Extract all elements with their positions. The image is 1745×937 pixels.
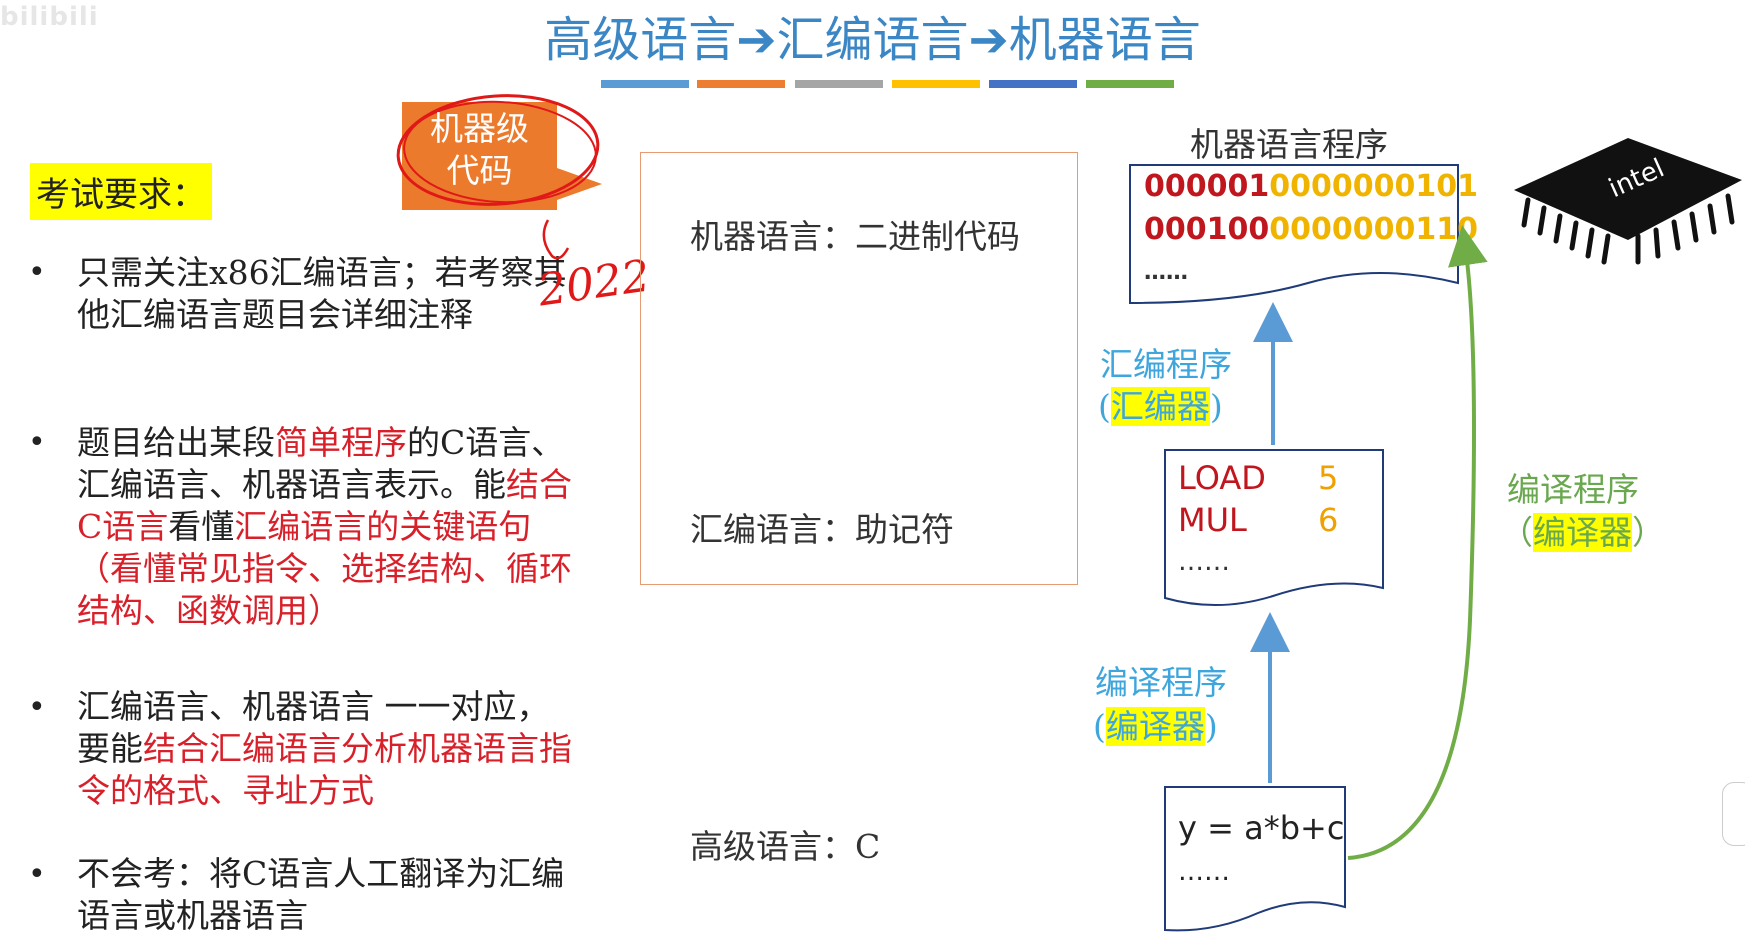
c-code-more: ……	[1178, 857, 1230, 887]
compiler-label-2: （编译器）	[1500, 513, 1665, 552]
side-scroll-handle[interactable]	[1722, 782, 1745, 846]
bullet-2: 题目给出某段简单程序的C语言、汇编语言、机器语言表示。能结合C语言看懂汇编语言的…	[77, 423, 572, 630]
language-levels-box	[640, 152, 1078, 585]
callout-annotation	[396, 94, 602, 260]
callout-text: 机器级 代码	[430, 109, 529, 190]
compiler-program-label-2: 编译程序	[1507, 470, 1639, 509]
bullet-4: 不会考：将C语言人工翻译为汇编语言或机器语言	[77, 854, 565, 935]
machine-program-doc	[1129, 164, 1459, 305]
bullet-1: 只需关注x86汇编语言；若考察其他汇编语言题目会详细注释	[77, 253, 567, 334]
assembly-program-doc	[1164, 449, 1384, 607]
title-bar-5	[989, 80, 1077, 88]
bullet-dot-3: •	[28, 690, 46, 725]
bullet-dot-4: •	[28, 857, 46, 892]
title-bar-1	[601, 80, 689, 88]
compiler-label: (编译器)	[1093, 707, 1218, 746]
assembly-language-desc: 汇编语言：助记符	[690, 510, 954, 549]
slide-title: 高级语言➔汇编语言➔机器语言	[544, 12, 1201, 68]
machine-language-desc: 机器语言：二进制代码	[690, 217, 1020, 256]
bullet-3: 汇编语言、机器语言 一一对应，要能结合汇编语言分析机器语言指令的格式、寻址方式	[77, 687, 572, 810]
exam-requirements-label: 考试要求：	[30, 163, 212, 220]
high-level-language-desc: 高级语言：C	[690, 827, 881, 866]
title-bar-3	[795, 80, 883, 88]
machine-row-1: 0000010000000101	[1144, 169, 1478, 204]
bullet-dot-1: •	[28, 255, 46, 290]
direct-compile-arrow	[1347, 225, 1488, 860]
machine-row-2: 0001000000000110	[1144, 212, 1478, 247]
bullet-dot-2: •	[28, 425, 46, 460]
cpu-chip-icon: intel	[1514, 138, 1742, 265]
title-bar-2	[697, 80, 785, 88]
assembler-label: (汇编器)	[1098, 387, 1223, 426]
machine-program-title: 机器语言程序	[1190, 125, 1388, 164]
bilibili-watermark: bilibili	[0, 2, 99, 32]
machine-code-rows: 0000010000000101 0001000000000110 ……	[1144, 165, 1478, 294]
compiler-program-label: 编译程序	[1095, 663, 1227, 702]
c-program-doc	[1164, 786, 1346, 932]
machine-row-more: ……	[1144, 260, 1188, 285]
c-code-rows: y = a*b+c ……	[1178, 806, 1344, 894]
assembly-row-more: ……	[1178, 547, 1230, 577]
assembler-program-label: 汇编程序	[1100, 345, 1232, 384]
c-code-line: y = a*b+c	[1178, 809, 1345, 847]
title-bar-6	[1086, 80, 1174, 88]
title-bar-4	[892, 80, 980, 88]
